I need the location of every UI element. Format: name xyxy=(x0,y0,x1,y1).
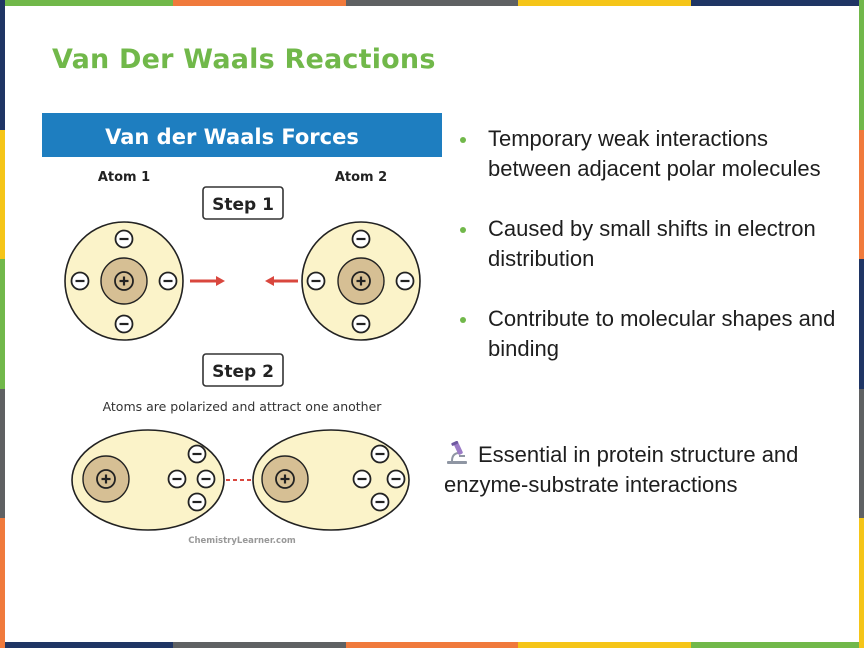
polarized-atom2-electron-icon xyxy=(370,444,390,464)
frame-strip-left xyxy=(0,0,5,648)
atom2-electron-icon xyxy=(351,314,371,334)
atom1-positive-charge-icon xyxy=(114,271,134,291)
polarized-atom1-electron-icon xyxy=(187,492,207,512)
frame-strip-top xyxy=(0,0,864,6)
attraction-arrow-left-icon xyxy=(265,276,298,286)
microscope-icon xyxy=(447,441,467,464)
note-text: Essential in protein structure and enzym… xyxy=(444,442,799,497)
bullet-list: Temporary weak interactions between adja… xyxy=(456,124,836,394)
polarized-atom1 xyxy=(71,429,225,531)
diagram-credit: ChemistryLearner.com xyxy=(188,536,296,546)
diagram-svg: Van der Waals Forces Atom 1 Atom 2 Step … xyxy=(42,113,442,546)
atom2-electron-icon xyxy=(306,271,326,291)
atom1-electron-icon xyxy=(158,271,178,291)
polarized-atom1-positive-charge-icon xyxy=(96,469,116,489)
atom1-electron-icon xyxy=(114,229,134,249)
bullet-item: Caused by small shifts in electron distr… xyxy=(456,214,836,274)
polarized-atom2-electron-icon xyxy=(386,469,406,489)
step2-label: Step 2 xyxy=(212,362,274,382)
polarized-atom1-electron-icon xyxy=(167,469,187,489)
bullet-dot-icon xyxy=(460,227,466,233)
van-der-waals-diagram: Van der Waals Forces Atom 1 Atom 2 Step … xyxy=(42,113,444,553)
atom2-electron-icon xyxy=(351,229,371,249)
polarized-atom2-electron-icon xyxy=(352,469,372,489)
step1-label: Step 1 xyxy=(212,195,274,215)
atom2-positive-charge-icon xyxy=(351,271,371,291)
atom2-label: Atom 2 xyxy=(335,170,387,185)
polarized-atom2-electron-icon xyxy=(370,492,390,512)
atom2 xyxy=(301,221,421,341)
bullet-text: Caused by small shifts in electron distr… xyxy=(488,216,816,271)
bullet-text: Temporary weak interactions between adja… xyxy=(488,126,821,181)
bullet-item: Contribute to molecular shapes and bindi… xyxy=(456,304,836,364)
polarized-atom1-electron-icon xyxy=(196,469,216,489)
bullet-dot-icon xyxy=(460,317,466,323)
polarized-atom2-positive-charge-icon xyxy=(275,469,295,489)
frame-strip-bottom xyxy=(0,642,864,648)
bullet-dot-icon xyxy=(460,137,466,143)
step2-caption: Atoms are polarized and attract one anot… xyxy=(103,399,383,414)
bullet-item: Temporary weak interactions between adja… xyxy=(456,124,836,184)
attraction-arrow-right-icon xyxy=(190,276,225,286)
step2-box: Step 2 xyxy=(202,353,284,387)
atom1-label: Atom 1 xyxy=(98,170,150,185)
atom2-electron-icon xyxy=(395,271,415,291)
bullet-text: Contribute to molecular shapes and bindi… xyxy=(488,306,836,361)
frame-strip-right xyxy=(859,0,864,648)
diagram-banner xyxy=(42,113,442,157)
step1-box: Step 1 xyxy=(202,186,284,220)
diagram-banner-title: Van der Waals Forces xyxy=(105,125,359,149)
atom1-electron-icon xyxy=(114,314,134,334)
key-note: Essential in protein structure and enzym… xyxy=(444,440,824,500)
atom1-electron-icon xyxy=(70,271,90,291)
slide-title: Van Der Waals Reactions xyxy=(52,44,436,75)
polarized-atom1-electron-icon xyxy=(187,444,207,464)
atom1 xyxy=(64,221,184,341)
polarized-atom2 xyxy=(252,429,410,531)
